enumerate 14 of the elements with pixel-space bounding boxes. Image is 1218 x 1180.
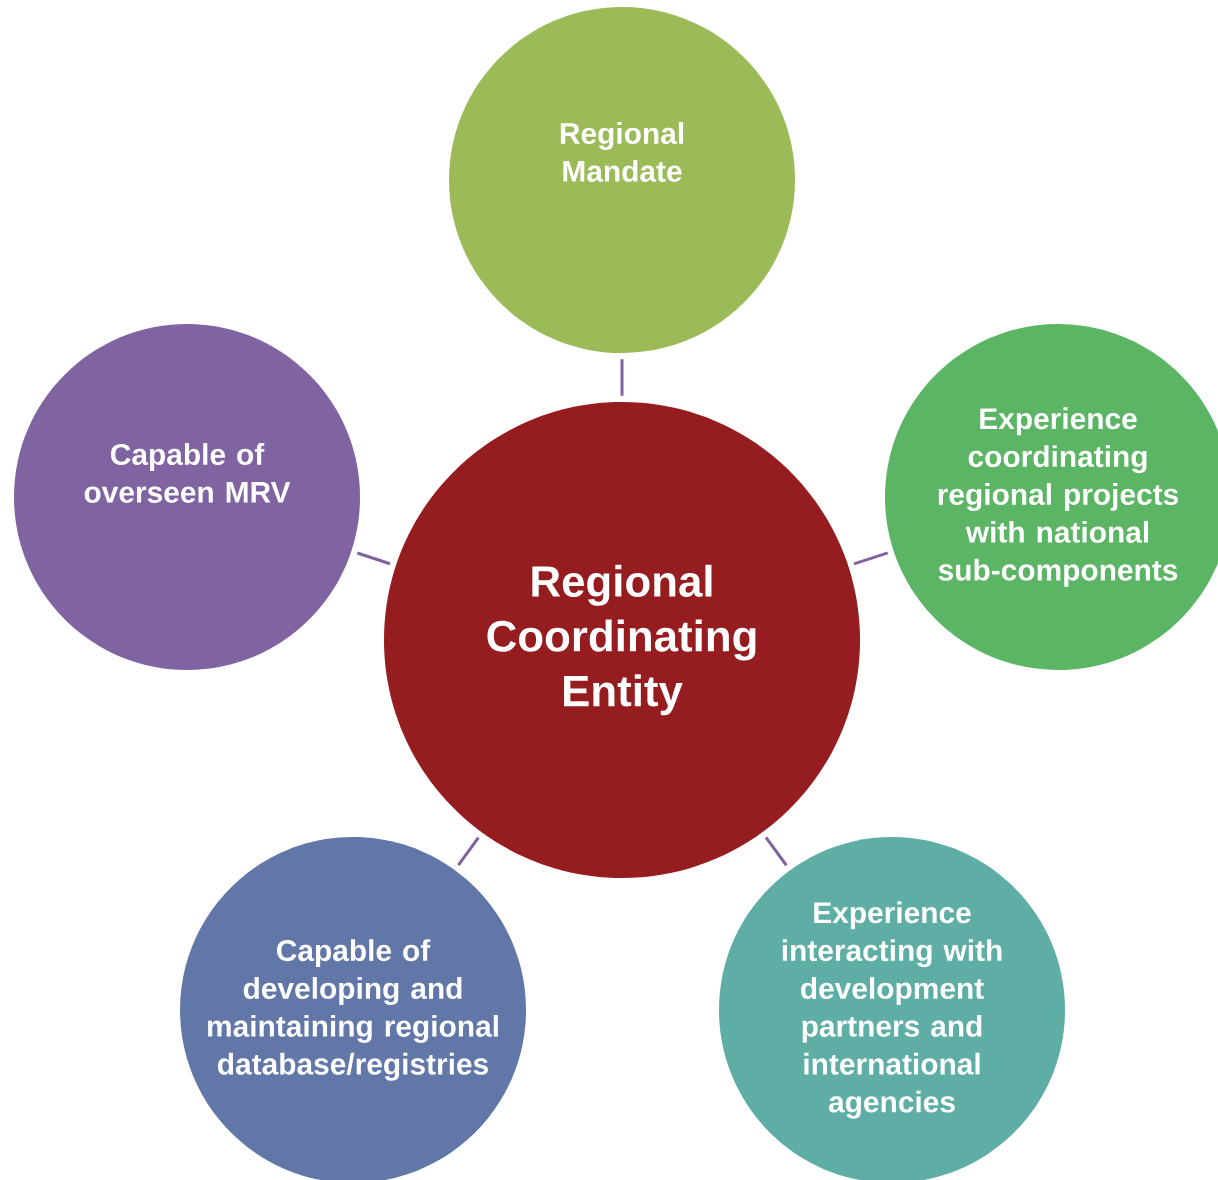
topic-circle (14, 324, 360, 670)
center-circle (384, 402, 860, 878)
connector-line (853, 551, 889, 566)
node-label: Regional Mandate (560, 122, 683, 182)
node-label: Capable of overseen MRV (84, 443, 291, 503)
connector-line (356, 551, 391, 566)
connector-line (620, 359, 624, 396)
node-label: Regional Coordinating Entity (487, 564, 756, 716)
connector-line (764, 836, 788, 867)
connector-line (457, 836, 480, 866)
node-label: Capable of developing and maintaining regional database/registries (208, 939, 498, 1081)
node-label: Experience coordinating regional projects with national sub-components (938, 407, 1179, 587)
topic-circle (449, 7, 795, 353)
node-label: Experience interacting with development partners and international agencies (782, 901, 1002, 1119)
